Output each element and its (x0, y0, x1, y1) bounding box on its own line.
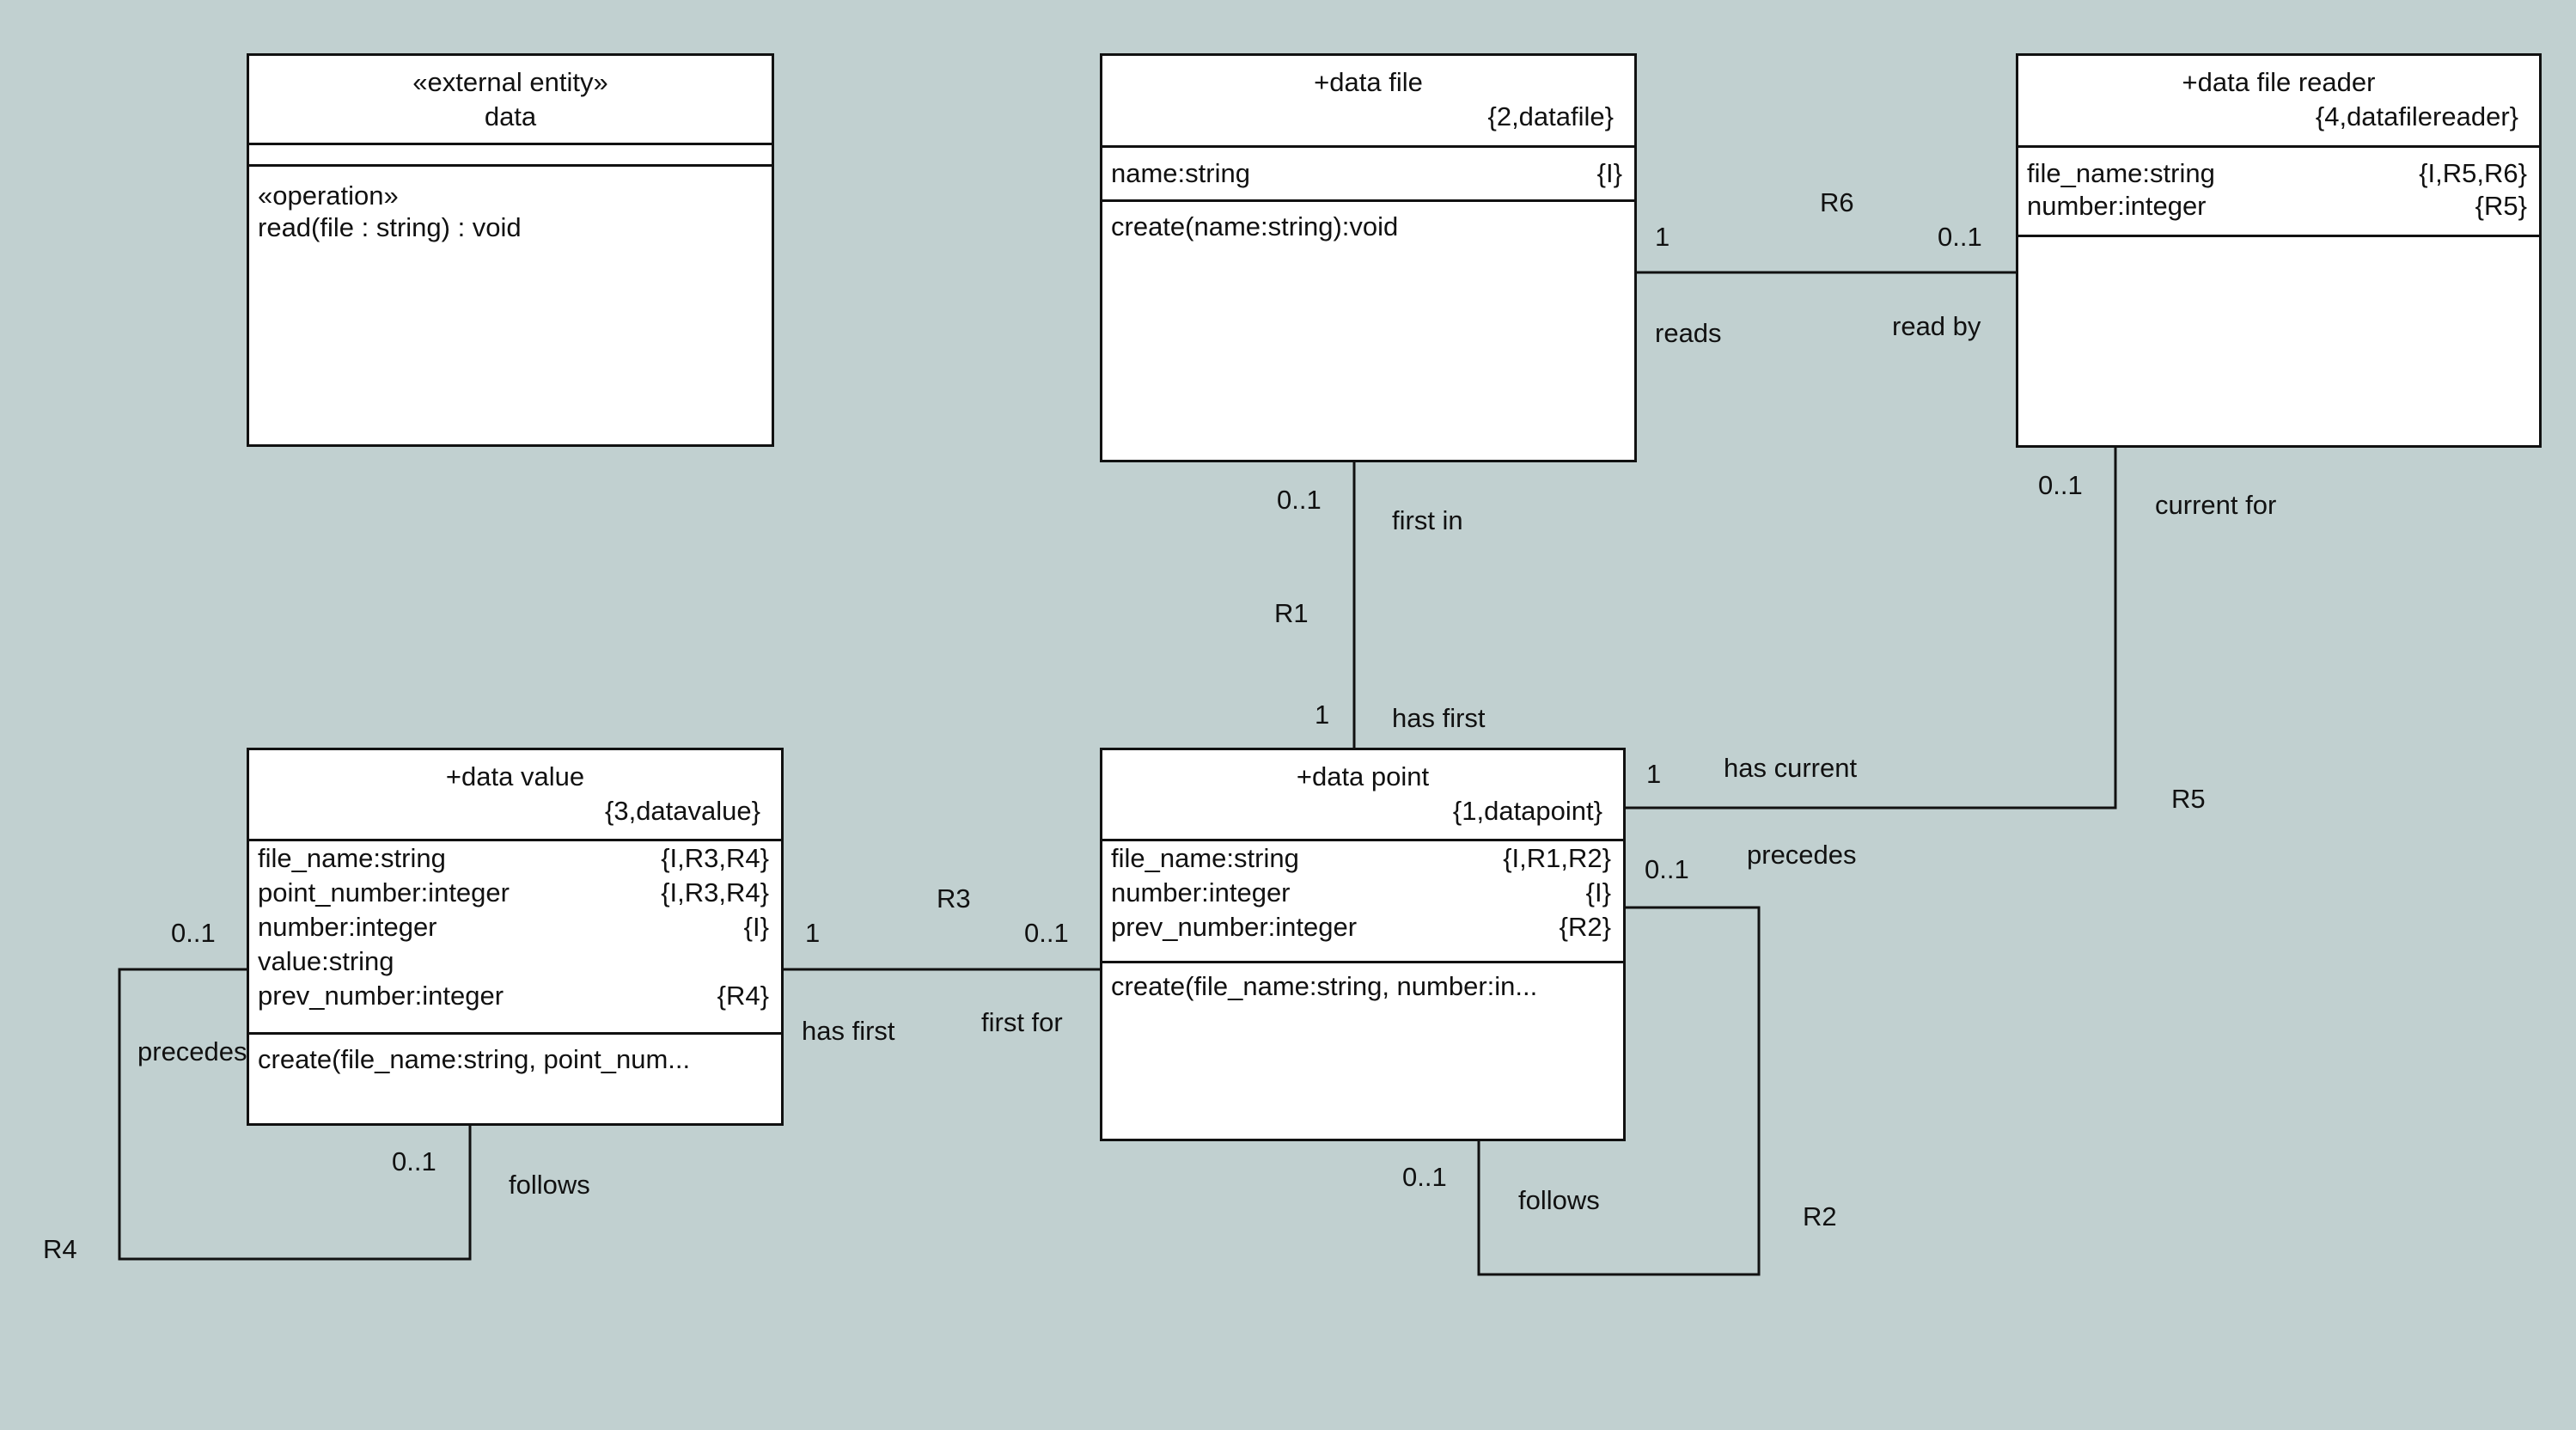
attribute-tags: {R5} (2475, 191, 2527, 221)
attribute-row: file_name:string {I,R1,R2} (1111, 841, 1611, 876)
class-attributes: file_name:string {I,R3,R4} point_number:… (249, 841, 781, 1035)
r3-id-label: R3 (937, 883, 971, 914)
attribute-row: number:integer {I} (258, 910, 769, 944)
r6-phrase-left: reads (1655, 318, 1722, 348)
class-attributes: file_name:string {I,R1,R2} number:intege… (1102, 841, 1623, 963)
r2-multiplicity-top: 0..1 (1645, 854, 1689, 884)
class-attributes: file_name:string {I,R5,R6} number:intege… (2018, 148, 2539, 237)
attribute-tags: {I} (1596, 158, 1622, 188)
operation: create(file_name:string, point_num... (258, 1044, 691, 1074)
attribute-row: number:integer {R5} (2027, 189, 2527, 223)
r4-line (118, 968, 472, 1261)
class-data-file[interactable]: +data file {2,datafile} name:string {I} … (1100, 53, 1637, 462)
attribute-row: file_name:string {I,R5,R6} (2027, 156, 2527, 191)
attribute-row: prev_number:integer {R4} (258, 979, 769, 1013)
class-key-letters: {2,datafile} (1487, 101, 1614, 131)
attribute-row: value:string (258, 944, 769, 979)
r5-phrase-bottom: has current (1724, 753, 1858, 783)
class-attributes: name:string {I} (1102, 148, 1634, 202)
r6-multiplicity-left: 1 (1655, 222, 1670, 252)
attribute-tags: {I,R3,R4} (661, 877, 769, 908)
attribute-row: point_number:integer {I,R3,R4} (258, 876, 769, 910)
class-key-letters: {1,datapoint} (1452, 796, 1602, 826)
attribute-row: file_name:string {I,R3,R4} (258, 841, 769, 876)
attribute-name: number:integer (2027, 191, 2207, 221)
r2-line (1477, 906, 1761, 1276)
class-name: +data point (1296, 761, 1430, 791)
r4-phrase-top: precedes (137, 1036, 247, 1066)
r3-phrase-right: first for (981, 1007, 1063, 1037)
class-data-value[interactable]: +data value {3,datavalue} file_name:stri… (247, 748, 784, 1126)
r3-multiplicity-left: 1 (805, 918, 821, 948)
attribute-name: prev_number:integer (1111, 912, 1358, 942)
class-header: +data file {2,datafile} (1102, 56, 1634, 148)
r1-phrase-top: first in (1392, 505, 1463, 535)
attribute-tags: {I} (743, 912, 769, 942)
attribute-name: point_number:integer (258, 877, 510, 908)
attribute-tags: {I,R3,R4} (661, 843, 769, 873)
r5-id-label: R5 (2171, 784, 2206, 814)
attribute-tags: {I,R1,R2} (1503, 843, 1611, 873)
attribute-name: value:string (258, 946, 394, 976)
operation: read(file : string) : void (258, 212, 522, 242)
r4-id-label: R4 (43, 1234, 77, 1264)
r6-id-label: R6 (1820, 187, 1854, 217)
class-data-point[interactable]: +data point {1,datapoint} file_name:stri… (1100, 748, 1626, 1141)
attribute-row: prev_number:integer {R2} (1111, 910, 1611, 944)
attribute-tags: {R2} (1559, 912, 1611, 942)
attribute-name: file_name:string (258, 843, 446, 873)
class-header: «external entity» data (249, 56, 772, 145)
r5-multiplicity-top: 0..1 (2038, 470, 2083, 500)
operation: create(file_name:string, number:in... (1111, 971, 1538, 1001)
attribute-name: number:integer (258, 912, 437, 942)
class-name: data (484, 101, 537, 131)
attribute-row: name:string {I} (1111, 156, 1622, 191)
r6-phrase-right: read by (1892, 311, 1981, 341)
attribute-name: file_name:string (2027, 158, 2215, 188)
r2-phrase-top: precedes (1747, 840, 1857, 870)
attribute-name: prev_number:integer (258, 981, 504, 1011)
class-key-letters: {4,datafilereader} (2315, 101, 2518, 131)
r1-id-label: R1 (1274, 598, 1309, 628)
r2-id-label: R2 (1803, 1201, 1837, 1231)
r4-phrase-bottom: follows (509, 1170, 590, 1200)
attribute-tags: {I,R5,R6} (2419, 158, 2527, 188)
r3-multiplicity-right: 0..1 (1024, 918, 1069, 948)
class-data-file-reader[interactable]: +data file reader {4,datafilereader} fil… (2016, 53, 2542, 448)
attribute-name: name:string (1111, 158, 1250, 188)
operation: create(name:string):void (1111, 211, 1399, 241)
r5-line (1625, 448, 2117, 810)
class-name: +data value (445, 761, 585, 791)
attribute-name: number:integer (1111, 877, 1291, 908)
attribute-name: file_name:string (1111, 843, 1299, 873)
r5-multiplicity-bottom: 1 (1646, 759, 1662, 789)
attribute-tags: {I} (1585, 877, 1611, 908)
r5-phrase-top: current for (2155, 490, 2277, 520)
class-name: +data file reader (2182, 67, 2376, 97)
operation-stereotype: «operation» (258, 180, 399, 211)
class-header: +data point {1,datapoint} (1102, 750, 1623, 841)
r1-multiplicity-bottom: 1 (1315, 700, 1330, 730)
class-key-letters: {3,datavalue} (604, 796, 760, 826)
class-header: +data file reader {4,datafilereader} (2018, 56, 2539, 148)
attribute-tags: {R4} (717, 981, 769, 1011)
class-header: +data value {3,datavalue} (249, 750, 781, 841)
r1-multiplicity-top: 0..1 (1277, 485, 1322, 515)
class-stereotype: «external entity» (412, 67, 608, 97)
class-data-external-entity[interactable]: «external entity» data «operation» read(… (247, 53, 774, 447)
r4-multiplicity-top: 0..1 (171, 918, 216, 948)
class-name: +data file (1314, 67, 1423, 97)
r3-phrase-left: has first (802, 1016, 895, 1046)
class-attributes (249, 145, 772, 167)
attribute-row: number:integer {I} (1111, 876, 1611, 910)
r1-phrase-bottom: has first (1392, 703, 1486, 733)
r2-phrase-bottom: follows (1518, 1185, 1600, 1215)
r4-multiplicity-bottom: 0..1 (392, 1146, 436, 1176)
r6-multiplicity-right: 0..1 (1938, 222, 1982, 252)
r2-multiplicity-bottom: 0..1 (1402, 1162, 1447, 1192)
